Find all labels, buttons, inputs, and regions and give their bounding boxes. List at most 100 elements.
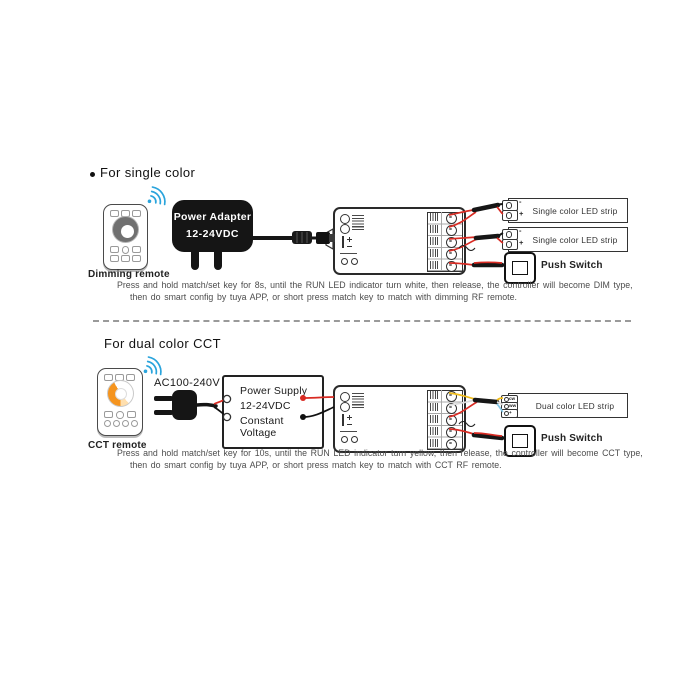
terminal-label xyxy=(430,261,438,269)
strip-pos-label: + xyxy=(519,238,524,247)
remote-button xyxy=(116,411,124,419)
wireless-signal-icon xyxy=(147,186,166,206)
power-adapter: Power Adapter 12-24VDC xyxy=(172,200,253,252)
cct-color-dial xyxy=(106,380,134,407)
remote-button xyxy=(121,246,129,254)
ac-plug xyxy=(172,390,197,420)
dimming-remote-label: Dimming remote xyxy=(88,269,170,280)
indicator-labels xyxy=(352,215,364,231)
dual-color-led-strip: Dual color LED strip xyxy=(508,393,628,418)
plus-label: + xyxy=(509,409,512,415)
ac-voltage-label: AC100-240V xyxy=(154,377,220,389)
remote-button xyxy=(113,420,120,427)
cct-dial-center xyxy=(114,388,127,400)
remote-button xyxy=(126,374,135,381)
cw-label: cw xyxy=(509,395,516,401)
terminal-label xyxy=(430,249,438,257)
terminal-label xyxy=(430,427,438,435)
section1-bullet xyxy=(90,172,95,177)
terminal-label xyxy=(430,415,438,423)
remote-button xyxy=(110,255,119,262)
power-led-indicator xyxy=(340,402,350,412)
push-switch-2 xyxy=(504,425,536,457)
remote-button xyxy=(132,246,141,253)
push-switch-button xyxy=(511,260,528,275)
push-switch-1 xyxy=(504,252,536,284)
dc-input-icon xyxy=(342,236,344,248)
cct-remote-label: CCT remote xyxy=(88,440,147,451)
led-strip-1-label: Single color LED strip xyxy=(532,205,618,216)
cct-remote xyxy=(97,368,143,436)
strip-terminal-plus: + xyxy=(501,408,518,418)
minus-mark xyxy=(347,424,352,426)
section2-caption-line1: Press and hold match/set key for 10s, un… xyxy=(117,448,643,458)
remote-button xyxy=(104,374,113,381)
section1-title: For single color xyxy=(100,165,196,180)
terminal-label xyxy=(430,403,438,411)
strip-neg-label: - xyxy=(519,226,522,235)
terminal-divider xyxy=(441,212,442,270)
terminal-label xyxy=(430,439,438,447)
remote-button xyxy=(132,255,141,262)
led-controller-1 xyxy=(333,207,466,275)
remote-button xyxy=(131,420,138,427)
plug-prong xyxy=(154,410,173,415)
strip-terminal-pos xyxy=(502,238,518,250)
power-adapter-voltage: 12-24VDC xyxy=(185,228,240,240)
terminal-screw xyxy=(446,414,457,426)
led-strip-1: Single color LED strip xyxy=(508,198,628,223)
remote-button xyxy=(127,411,136,418)
remote-button xyxy=(122,420,129,427)
power-adapter-title: Power Adapter xyxy=(173,211,252,223)
strip-terminal-neg xyxy=(502,199,518,211)
wireless-signal-icon xyxy=(143,356,162,376)
dimming-dial xyxy=(112,216,139,243)
terminal-screw xyxy=(446,390,457,402)
terminal-label xyxy=(430,237,438,245)
terminal-screw xyxy=(446,402,457,414)
dual-strip-label: Dual color LED strip xyxy=(535,400,615,411)
section1-caption-line1: Press and hold match/set key for 8s, unt… xyxy=(117,280,633,290)
dimming-remote xyxy=(103,204,148,270)
plus-mark xyxy=(348,237,351,243)
terminal-divider xyxy=(441,390,442,448)
strip-pos-label: + xyxy=(519,209,524,218)
set-key xyxy=(351,258,358,265)
power-supply-title: Power Supply xyxy=(240,385,308,397)
push-switch-button xyxy=(511,433,528,448)
remote-button xyxy=(110,246,119,253)
power-supply: Power Supply 12-24VDC Constant Voltage xyxy=(222,375,324,449)
match-key xyxy=(341,258,348,265)
terminal-label xyxy=(430,391,438,399)
led-strip-2: Single color LED strip xyxy=(508,227,628,252)
strip-neg-label: - xyxy=(519,197,522,206)
terminal-label xyxy=(430,213,438,221)
power-supply-type: Constant Voltage xyxy=(240,415,284,439)
set-key xyxy=(351,436,358,443)
led-controller-2 xyxy=(333,385,466,453)
key-labels xyxy=(340,253,357,256)
adapter-prong xyxy=(191,251,199,270)
strip-terminal-neg xyxy=(502,228,518,240)
plug-prong xyxy=(154,396,173,401)
terminal-screw xyxy=(446,224,457,236)
plus-mark xyxy=(348,415,351,421)
power-supply-voltage: 12-24VDC xyxy=(240,400,291,412)
remote-button xyxy=(132,210,141,217)
dimming-dial-center xyxy=(121,225,134,238)
minus-mark xyxy=(347,246,352,248)
key-labels xyxy=(340,431,357,434)
led-strip-2-label: Single color LED strip xyxy=(532,234,618,245)
terminal-screw xyxy=(446,212,457,224)
push-switch-1-label: Push Switch xyxy=(541,260,603,271)
terminal-screw xyxy=(446,426,457,438)
terminal-screw xyxy=(446,438,457,450)
match-key xyxy=(341,436,348,443)
strip-terminal-pos xyxy=(502,209,518,221)
run-led-indicator xyxy=(340,392,350,402)
terminal-label xyxy=(430,225,438,233)
adapter-prong xyxy=(214,251,222,270)
dc-input-icon xyxy=(342,414,344,426)
remote-button xyxy=(104,420,111,427)
